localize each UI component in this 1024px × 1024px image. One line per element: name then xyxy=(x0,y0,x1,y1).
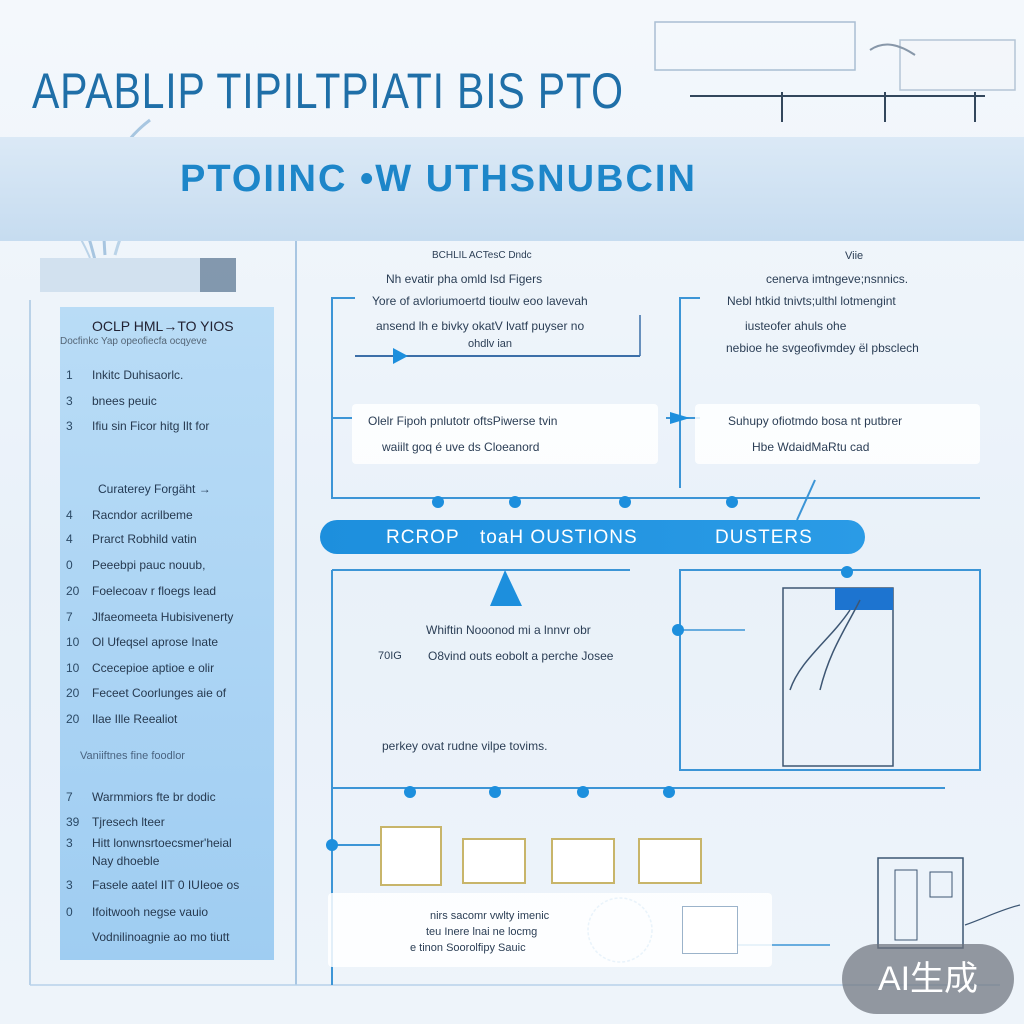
page-title: APABLIP TIPILTPIATI BIS PTO xyxy=(32,63,624,119)
connector-node xyxy=(672,624,684,636)
connector-node xyxy=(326,839,338,851)
ai-generated-badge: AI生成 xyxy=(842,944,1014,1014)
flow-label: cenerva imtngeve;nsnnics. xyxy=(766,272,909,286)
info-card xyxy=(352,404,658,464)
list-item: Vodnilinoagnie ao mo tiutt xyxy=(92,930,230,944)
sidebar-group-title: Curaterey Forgäht → xyxy=(98,482,211,496)
sidebar-heading: OCLP HML→TO YIOS xyxy=(92,318,234,334)
connector-node xyxy=(841,566,853,578)
list-item: Nay dhoeble xyxy=(92,854,160,868)
document-thumbnail xyxy=(551,838,615,884)
connector-node xyxy=(404,786,416,798)
flow-label: perkey ovat rudne vilpe tovims. xyxy=(382,739,548,753)
card-text: nirs sacomr vwlty imenic xyxy=(430,910,550,922)
card-text: Hbe WdaidMaRtu cad xyxy=(752,440,870,454)
card-text: Suhupy ofiotmdo bosa nt putbrer xyxy=(728,414,903,428)
card-text: e tinon Soorolfipy Sauic xyxy=(410,942,526,954)
funnel-icon xyxy=(490,570,522,606)
document-thumbnail xyxy=(380,826,442,886)
rack-illustration xyxy=(877,857,1021,949)
pill-label-right: DUSTERS xyxy=(715,527,813,548)
connector-node xyxy=(663,786,675,798)
connector-node xyxy=(619,496,631,508)
title-band xyxy=(0,137,1024,241)
connector-node xyxy=(432,496,444,508)
sidebar-subheading: Docfinkc Yap opeofiecfa ocqyeve xyxy=(60,336,207,347)
process-pill: RCROP toaH OUSTIONS DUSTERS xyxy=(320,520,865,554)
document-thumbnail xyxy=(638,838,702,884)
card-text: Olelr Fipoh pnlutotr oftsPiwerse tvin xyxy=(368,414,558,428)
flow-label: Viie xyxy=(845,250,864,262)
connector-node xyxy=(577,786,589,798)
flow-label: Yore of avloriumoertd tioulw eoo lavevah xyxy=(372,294,588,308)
flow-label: ohdlv ian xyxy=(468,338,513,350)
cabinet-illustration xyxy=(782,587,894,767)
sidebar-group-title: Vaniiftnes fine foodlor xyxy=(80,750,185,762)
band-title: PTOIINC •W UTHSNUBCIN xyxy=(180,158,697,200)
flow-label: Whiftin Nooonod mi a lnnvr obr xyxy=(426,623,591,637)
machine-illustration xyxy=(654,21,1016,91)
flow-label: nebioe he svgeofivmdey ël pbsclech xyxy=(726,341,919,355)
flow-label: iusteofer ahuls ohe xyxy=(745,319,847,333)
flow-label: 70IG xyxy=(378,650,402,662)
table-icon xyxy=(682,906,738,954)
sidebar-panel xyxy=(60,307,274,960)
flow-label: Nh evatir pha omld lsd Figers xyxy=(386,272,543,286)
connector-node xyxy=(726,496,738,508)
flow-label: O8vind outs eobolt a perche Josee xyxy=(428,649,614,663)
card-text: teu Inere lnai ne locmg xyxy=(426,926,538,938)
pill-label-mid: toaH OUSTIONS xyxy=(480,527,638,548)
connector-node xyxy=(509,496,521,508)
document-thumbnail xyxy=(462,838,526,884)
card-text: waiilt goq é uve ds Cloeanord xyxy=(382,440,540,454)
pill-label-left: RCROP xyxy=(386,527,460,548)
flow-label: BCHLIL ACTesC Dndc xyxy=(432,250,532,261)
connector-node xyxy=(489,786,501,798)
flow-label: ansend lh e bivky okatV lvatf puyser no xyxy=(376,319,585,333)
flow-label: Nebl htkid tnivts;ulthl lotmengint xyxy=(727,294,896,308)
info-card xyxy=(695,404,980,464)
